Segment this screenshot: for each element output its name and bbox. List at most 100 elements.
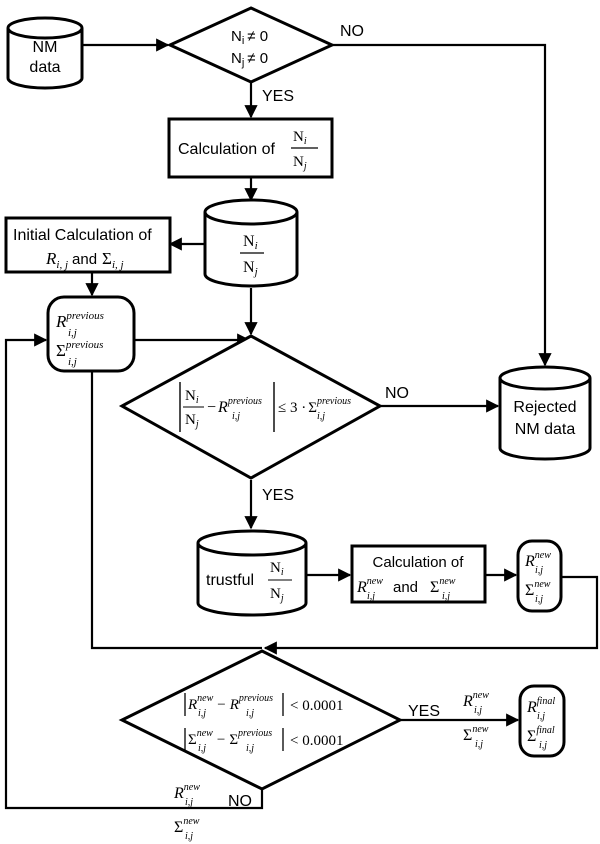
loop-sigma-sub: i,j — [185, 831, 193, 842]
label-yes-final: YES — [408, 703, 440, 720]
edge-check-no — [332, 43, 552, 367]
svg-text:Nj: Nj — [185, 412, 199, 430]
check-sub2: j — [241, 57, 244, 69]
svg-text:Nj≠ 0: Nj≠ 0 — [231, 50, 268, 69]
calc-new-and: and — [393, 579, 418, 596]
conv-sigma-new-sub: i,j — [198, 743, 206, 754]
conv-rhs1: < 0.0001 — [290, 698, 343, 714]
check-n2: N — [231, 50, 242, 67]
check-n1: N — [231, 28, 242, 45]
conv-sigma-new-sup: new — [197, 728, 213, 739]
svg-text:Rprevious: Rprevious — [55, 310, 104, 331]
svg-text:≤ 3 ·Σprevious: ≤ 3 ·Σprevious — [278, 396, 351, 416]
edge-previous-to-convergence — [90, 371, 262, 650]
conv-minus2: − — [217, 732, 225, 748]
calc-new-r-sub: i,j — [367, 591, 375, 602]
conv-r-new: R — [187, 697, 197, 713]
initial-calc-sigma: Σ — [102, 249, 112, 268]
calc-new-line1: Calculation of — [373, 554, 465, 571]
previous-r-sup: previous — [65, 310, 103, 322]
conv-r-new-sub: i,j — [198, 708, 206, 719]
nm-data-line1: NM — [33, 39, 58, 56]
initial-calc-r-sub: i, j — [56, 259, 68, 271]
rejected-line2: NM data — [515, 421, 576, 438]
previous-store: Rprevious i,j Σprevious i,j — [46, 295, 136, 373]
svg-text:Rnew: Rnew — [356, 576, 383, 596]
calc-ratio-den-sub: j — [302, 161, 307, 172]
calc-new-r: R — [356, 579, 367, 596]
yes-sigma-sub: i,j — [475, 739, 483, 750]
rejected-line1: Rejected — [513, 399, 576, 416]
calc-ratio-label: Calculation of — [178, 141, 276, 158]
svg-text:Rnew: Rnew — [462, 690, 489, 710]
convergence-diamond: Rnew−Rprevious i,j i,j < 0.0001 Σnew−Σpr… — [118, 649, 404, 791]
new-r-sup: new — [535, 550, 551, 561]
test-rhs: ≤ 3 · — [278, 400, 306, 416]
trustful-label: trustful — [206, 572, 254, 589]
svg-text:Ni: Ni — [243, 233, 258, 252]
trustful-store: trustful Ni Nj — [196, 529, 308, 617]
new-store: Rnew i,j Σnew i,j — [516, 539, 563, 613]
final-r-sup: final — [537, 696, 556, 707]
final-r-sub: i,j — [537, 711, 545, 722]
calc-ratio-num-sub: i — [304, 136, 307, 147]
calc-ratio-den: N — [293, 154, 304, 170]
previous-sigma-sub: i,j — [68, 356, 77, 368]
previous-r-sub: i,j — [68, 327, 77, 339]
check-sub1: i — [242, 35, 244, 47]
loop-r-sup: new — [184, 782, 200, 793]
svg-text:Σnew: Σnew — [430, 576, 456, 596]
calc-new-r-sup: new — [367, 576, 383, 587]
yes-sigma: Σ — [463, 727, 472, 744]
loop-r: R — [173, 785, 184, 802]
previous-sigma-sup: previous — [65, 339, 103, 351]
svg-text:Rnew: Rnew — [524, 550, 551, 570]
final-sigma-sub: i,j — [539, 740, 547, 751]
edge-convergence-no-loop — [4, 333, 264, 810]
calc-ratio-box: Calculation of Ni Nj — [167, 117, 334, 179]
rejected-store: Rejected NM data — [498, 365, 592, 461]
final-r: R — [526, 699, 537, 716]
label-no-top: NO — [340, 23, 364, 40]
calc-new-sigma-sup: new — [439, 576, 455, 587]
calc-new-sigma-sub: i,j — [442, 591, 450, 602]
edge-new-to-convergence — [263, 575, 599, 655]
svg-text:Ni: Ni — [293, 129, 307, 147]
label-no-loop: NO — [228, 793, 252, 810]
test-r: R — [217, 399, 228, 416]
final-sigma-sup: final — [536, 725, 555, 736]
svg-text:Nj: Nj — [293, 154, 307, 172]
svg-text:Σnew: Σnew — [174, 816, 200, 836]
initial-calc-line1: Initial Calculation of — [13, 227, 152, 244]
test-r-sup: previous — [227, 396, 262, 407]
test-sigma-sub: i,j — [317, 411, 325, 422]
previous-sigma: Σ — [56, 341, 66, 360]
conv-sigma-prev-sup: previous — [237, 728, 272, 739]
svg-text:Σprevious: Σprevious — [56, 339, 103, 360]
svg-text:Nj: Nj — [243, 259, 258, 278]
trustful-num-sub: i — [281, 567, 284, 578]
final-sigma: Σ — [527, 728, 536, 745]
ratio-store-den: N — [243, 259, 255, 276]
svg-text:Σnew: Σnew — [463, 724, 489, 744]
trustful-den: N — [270, 586, 281, 602]
trustful-num: N — [270, 560, 281, 576]
yes-r: R — [462, 693, 473, 710]
new-sigma: Σ — [525, 582, 534, 599]
trustful-den-sub: j — [279, 593, 284, 604]
connectors — [4, 38, 599, 810]
conv-r-new-sup: new — [197, 693, 213, 704]
initial-calc-sigma-sub: i, j — [112, 259, 124, 271]
test-num: N — [185, 388, 196, 404]
svg-text:Rnew−Rprevious: Rnew−Rprevious — [187, 693, 273, 713]
initial-calc-r: R — [45, 249, 57, 268]
svg-text:Σnew: Σnew — [525, 579, 551, 599]
conv-sigma-prev: Σ — [229, 732, 238, 748]
conv-minus1: − — [217, 697, 225, 713]
ratio-store-den-sub: j — [253, 266, 258, 278]
outlier-test-diamond: Ni Nj −Rprevious i,j ≤ 3 ·Σprevious i,j — [118, 334, 384, 480]
calc-new-sigma: Σ — [430, 579, 439, 596]
loop-sigma: Σ — [174, 819, 183, 836]
